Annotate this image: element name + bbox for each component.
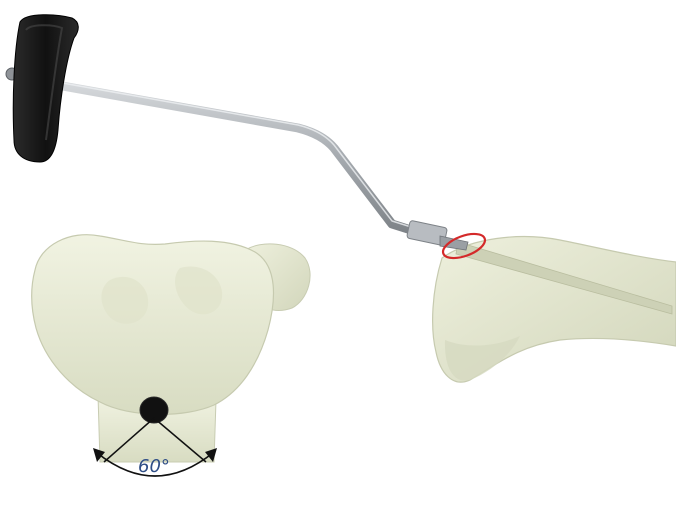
guide-shaft — [40, 82, 430, 236]
angle-label: 60° — [138, 456, 170, 477]
bone-end-view — [32, 235, 310, 462]
drill-hole — [140, 397, 168, 423]
guide-shaft-highlight — [40, 79, 430, 233]
guide-instrument — [6, 15, 488, 263]
bone-end-view-head — [32, 235, 274, 415]
bone-side-view — [433, 237, 676, 383]
